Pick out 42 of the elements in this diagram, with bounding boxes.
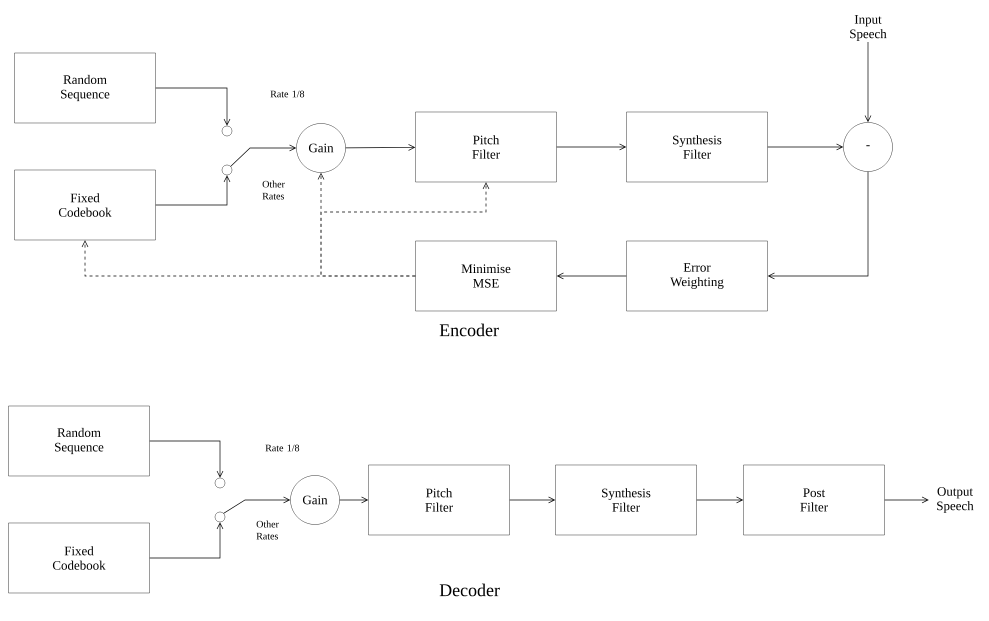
caption: Decoder bbox=[440, 584, 500, 596]
arrow bbox=[345, 144, 416, 151]
arrow bbox=[768, 171, 868, 280]
text-label: Input Speech bbox=[850, 15, 887, 41]
arrow bbox=[767, 144, 844, 150]
rate-label: Other Rates bbox=[262, 180, 285, 200]
arrow bbox=[339, 496, 368, 504]
arrow bbox=[509, 496, 556, 504]
process-box: Minimise MSE bbox=[415, 240, 557, 312]
process-box: Random Sequence bbox=[8, 406, 150, 476]
switch-contact bbox=[222, 164, 232, 176]
arrow bbox=[223, 496, 290, 514]
process-box: Synthesis Filter bbox=[555, 464, 697, 536]
rate-label: Rate 1/8 bbox=[270, 90, 304, 98]
process-box: Post Filter bbox=[743, 464, 885, 536]
arrow bbox=[149, 522, 224, 558]
arrow bbox=[320, 182, 490, 276]
arrow bbox=[556, 272, 627, 280]
arrow bbox=[155, 88, 230, 126]
process-box: Fixed Codebook bbox=[8, 522, 150, 594]
circle-node: - bbox=[843, 122, 893, 172]
switch-contact bbox=[214, 512, 226, 522]
process-box: Synthesis Filter bbox=[626, 112, 768, 182]
switch-contact bbox=[214, 478, 226, 488]
rate-label: Rate 1/8 bbox=[266, 444, 300, 452]
circle-node: Gain bbox=[290, 475, 340, 525]
arrow bbox=[556, 144, 626, 150]
circle-node: Gain bbox=[296, 123, 346, 173]
process-box: Error Weighting bbox=[626, 240, 768, 312]
arrow bbox=[696, 496, 744, 504]
process-box: Random Sequence bbox=[14, 52, 156, 124]
arrow bbox=[230, 144, 296, 167]
process-box: Pitch Filter bbox=[415, 112, 557, 182]
arrow bbox=[884, 496, 929, 504]
arrow bbox=[155, 175, 230, 206]
rate-label: Other Rates bbox=[256, 520, 279, 540]
switch-contact bbox=[222, 126, 232, 136]
process-box: Fixed Codebook bbox=[14, 170, 156, 240]
text-label: Output Speech bbox=[937, 487, 974, 513]
arrow bbox=[149, 440, 224, 478]
arrow bbox=[864, 42, 872, 122]
process-box: Pitch Filter bbox=[368, 464, 510, 536]
